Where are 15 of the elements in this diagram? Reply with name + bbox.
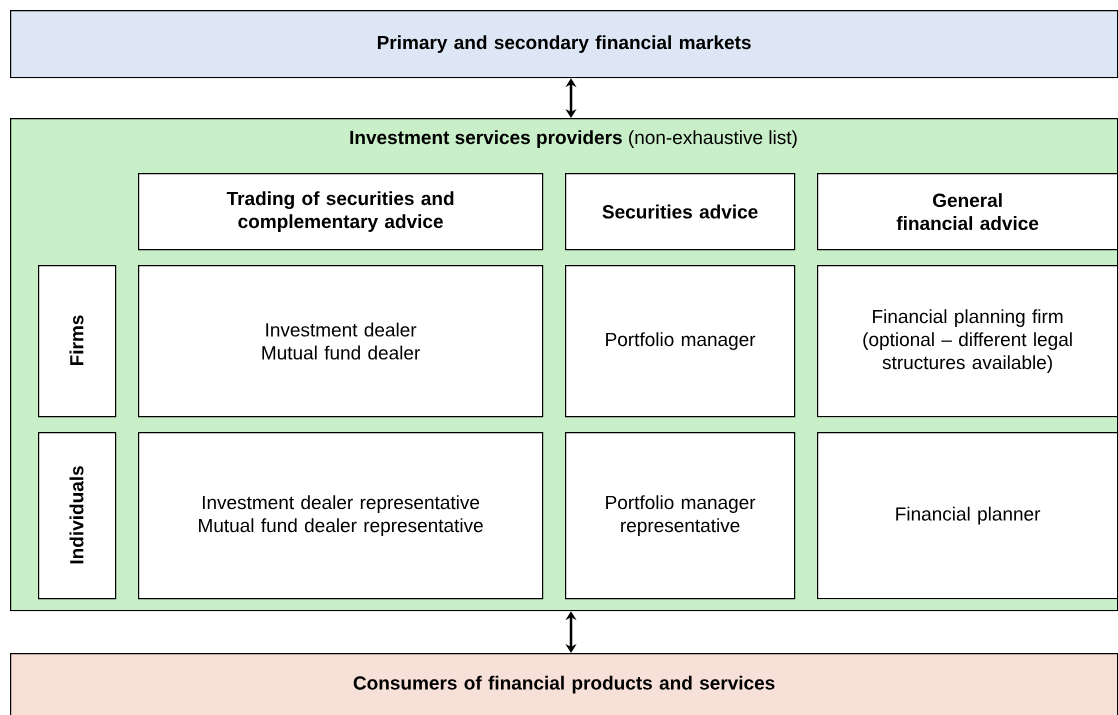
table-cell: Investment dealer Mutual fund dealer xyxy=(138,265,544,418)
table-cell: Investment dealer representative Mutual fund dealer representative xyxy=(138,432,544,600)
row-header: Individuals xyxy=(38,432,117,600)
table-cell: Financial planner xyxy=(817,432,1118,600)
table-cell: Financial planning firm (optional – different legal structures available) xyxy=(817,265,1118,418)
column-header: Trading of securities and complementary advice xyxy=(138,173,544,251)
column-header: General financial advice xyxy=(817,173,1118,251)
arrow xyxy=(565,78,577,118)
band-box: Consumers of financial products and services xyxy=(10,653,1118,715)
row-header: Firms xyxy=(38,265,117,418)
band-box: Primary and secondary financial markets xyxy=(10,10,1118,79)
arrow xyxy=(565,611,577,653)
table-cell: Portfolio manager representative xyxy=(565,432,796,600)
column-header: Securities advice xyxy=(565,173,796,251)
table-cell: Portfolio manager xyxy=(565,265,796,418)
